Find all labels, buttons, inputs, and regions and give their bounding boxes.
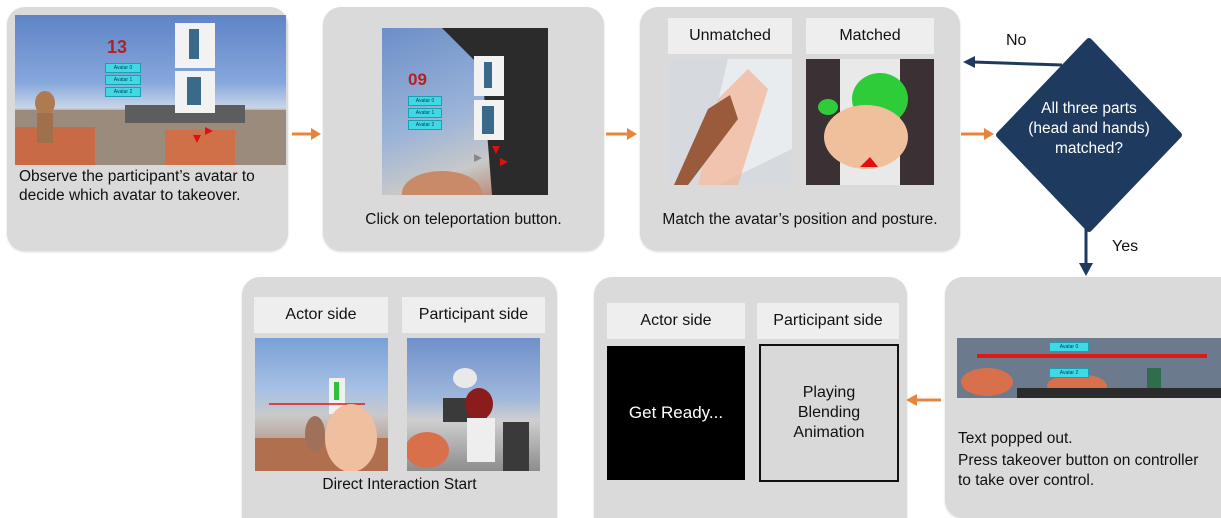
interaction-actor-screenshot bbox=[255, 338, 388, 471]
teleport-avatar-list: Avatar 0 Avatar 1 Avatar 2 bbox=[408, 96, 442, 132]
interaction-participant-label: Participant side bbox=[402, 297, 545, 333]
blending-participant-label: Participant side bbox=[757, 303, 899, 339]
popup-caption-line2: Press takeover button on controller to t… bbox=[958, 452, 1199, 489]
avatar-0-button[interactable]: Avatar 0 bbox=[105, 63, 141, 73]
unmatched-label: Unmatched bbox=[668, 18, 792, 54]
flow-arrow-4 bbox=[906, 394, 941, 406]
observe-avatar-list: Avatar 0 Avatar 1 Avatar 2 bbox=[105, 63, 141, 99]
observe-countdown: 13 bbox=[107, 37, 128, 57]
unmatched-hand bbox=[668, 59, 792, 185]
participant-view-scene bbox=[407, 368, 529, 471]
step-match-panel: Unmatched Matched Match the avatar’s pos… bbox=[640, 7, 960, 251]
step-popup-panel: Avatar 0 Avatar 2 Text popped out. Press… bbox=[945, 277, 1221, 518]
actor-view-scene bbox=[255, 378, 388, 471]
restaurant-scene bbox=[15, 23, 286, 165]
flow-arrow-3 bbox=[961, 128, 994, 140]
teleport-screenshot: 09 Avatar 0 Avatar 1 Avatar 2 bbox=[382, 28, 548, 195]
step-blending-panel: Actor side Participant side Get Ready...… bbox=[594, 277, 907, 518]
no-arrow bbox=[963, 56, 1063, 68]
teleport-scene bbox=[402, 28, 548, 195]
matched-screenshot bbox=[806, 59, 934, 185]
match-caption: Match the avatar’s position and posture. bbox=[662, 211, 938, 228]
blending-actor-label: Actor side bbox=[607, 303, 745, 339]
teleport-caption: Click on teleportation button. bbox=[365, 211, 562, 228]
popup-screenshot: Avatar 0 Avatar 2 bbox=[957, 338, 1221, 398]
flow-arrow-2 bbox=[606, 128, 637, 140]
flow-arrow-1 bbox=[292, 128, 321, 140]
matched-hand bbox=[806, 59, 934, 185]
observe-caption: Observe the participant’s avatar to deci… bbox=[19, 168, 255, 204]
observe-screenshot: 13 Avatar 0 Avatar 1 Avatar 2 bbox=[15, 15, 286, 165]
avatar-2-button[interactable]: Avatar 2 bbox=[408, 120, 442, 130]
step-interaction-panel: Actor side Participant side Direct Inter… bbox=[242, 277, 557, 518]
interaction-participant-screenshot bbox=[407, 338, 540, 471]
yes-arrow bbox=[1079, 226, 1093, 276]
decision-diamond bbox=[996, 38, 1182, 232]
unmatched-screenshot bbox=[668, 59, 792, 185]
popup-avatar-list: Avatar 0 Avatar 2 bbox=[1049, 342, 1089, 380]
interaction-caption: Direct Interaction Start bbox=[322, 476, 477, 493]
participant-screen-text: Playing Blending Animation bbox=[793, 384, 865, 441]
decision-question: All three parts (head and hands) matched… bbox=[1028, 100, 1150, 157]
avatar-1-button[interactable]: Avatar 1 bbox=[105, 75, 141, 85]
actor-screen: Get Ready... bbox=[607, 346, 745, 480]
participant-screen: Playing Blending Animation bbox=[759, 344, 899, 482]
avatar-2-button[interactable]: Avatar 2 bbox=[105, 87, 141, 97]
actor-screen-text: Get Ready... bbox=[628, 403, 724, 422]
interaction-actor-label: Actor side bbox=[254, 297, 388, 333]
avatar-0-button[interactable]: Avatar 0 bbox=[1049, 342, 1089, 352]
avatar-0-button[interactable]: Avatar 0 bbox=[408, 96, 442, 106]
step-teleport-panel: 09 Avatar 0 Avatar 1 Avatar 2 Click on t… bbox=[323, 7, 604, 251]
avatar-2-button[interactable]: Avatar 2 bbox=[1049, 368, 1089, 378]
teleport-countdown: 09 bbox=[408, 70, 427, 89]
step-observe-panel: 13 Avatar 0 Avatar 1 Avatar 2 Observe th… bbox=[7, 7, 288, 251]
yes-label: Yes bbox=[1112, 238, 1139, 255]
matched-label: Matched bbox=[806, 18, 934, 54]
popup-caption-line1: Text popped out. bbox=[958, 430, 1073, 447]
avatar-1-button[interactable]: Avatar 1 bbox=[408, 108, 442, 118]
popup-scene bbox=[957, 338, 1221, 398]
no-label: No bbox=[1006, 32, 1027, 49]
